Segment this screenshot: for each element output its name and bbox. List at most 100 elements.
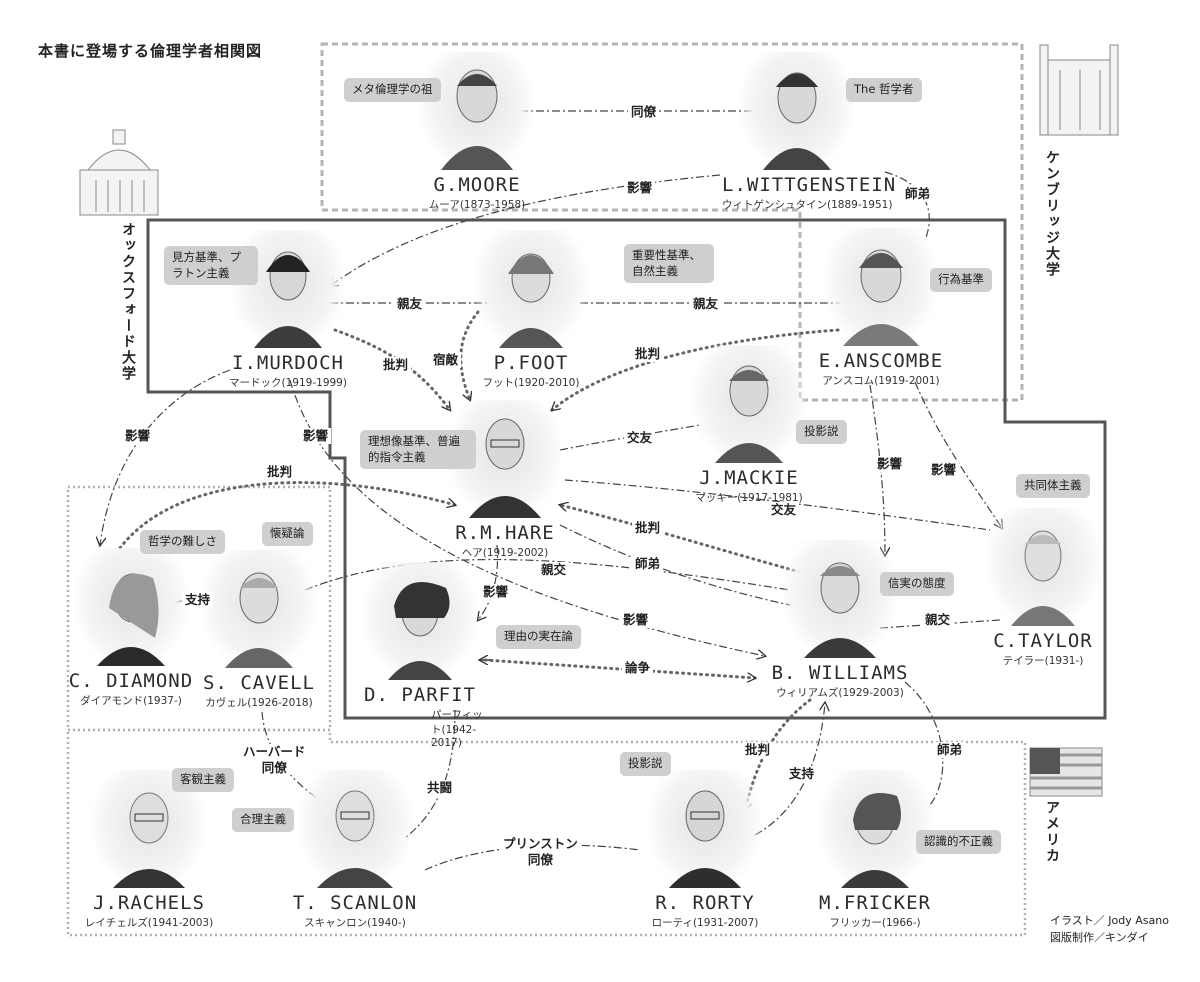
rel-harvard-colleague: 同僚 [243,760,305,776]
bubble-foot: 重要性基準、自然主義 [624,244,714,283]
bubble-fricker: 認識的不正義 [916,830,1001,854]
portrait-fricker [819,770,931,888]
rel-harvard-label: ハーバード [243,744,305,760]
portrait-mackie [693,345,805,463]
person-name: R.M.HARE [430,522,580,544]
rel-rorty-williams: 支持 [786,766,817,782]
person-kana: パーフィット(1942-2017) [431,707,491,749]
rel-hare-taylor: 交友 [768,502,799,518]
bubble-rorty: 投影説 [620,752,671,776]
rel-wittgenstein-murdoch: 影響 [624,180,655,196]
bubble-anscombe: 行為基準 [930,268,992,292]
us-flag-sketch [1030,748,1102,796]
person-foot: P.FOOT フット(1920-2010) [456,230,606,390]
person-name: L.WITTGENSTEIN [722,174,872,196]
bubble-scanlon: 合理主義 [232,808,294,832]
person-kana: レイチェルズ(1941-2003) [74,915,224,930]
rel-hare-parfit: 影響 [480,584,511,600]
person-name: R. RORTY [630,892,780,914]
link-murdoch-diamond [100,370,230,545]
rel-cavell-scanlon: ハーバード 同僚 [240,744,308,775]
rel-foot-hare: 宿敵 [430,352,461,368]
rel-foot-anscombe: 親友 [690,296,721,312]
portrait-taylor [987,508,1099,626]
rel-anscombe-williams: 影響 [874,456,905,472]
person-name: J.RACHELS [74,892,224,914]
person-name: D. PARFIT [345,684,495,706]
rel-murdoch-diamond: 影響 [122,428,153,444]
bubble-moore: メタ倫理学の祖 [344,78,441,102]
rel-murdoch-foot: 親友 [394,296,425,312]
rel-williams-hare: 批判 [632,520,663,536]
person-rorty: R. RORTY ローティ(1931-2007) [630,770,780,930]
bubble-hare: 理想像基準、普遍的指令主義 [360,430,476,469]
rel-cavell-williams: 親交 [538,562,569,578]
rel-parfit-williams: 論争 [622,660,653,676]
portrait-diamond [75,548,187,666]
portrait-anscombe [825,228,937,346]
region-label-america: アメリカ [1042,800,1062,864]
person-williams: B. WILLIAMS ウィリアムズ(1929-2003) [765,540,915,700]
link-parfit-williams [485,660,755,678]
rel-diamond-hare: 批判 [264,464,295,480]
person-name: E.ANSCOMBE [806,350,956,372]
portrait-foot [475,230,587,348]
rel-murdoch-williams-label2: 影響 [620,612,651,628]
person-kana: ウィリアムズ(1929-2003) [765,685,915,700]
bubble-cavell: 懐疑論 [262,522,313,546]
bubble-rachels: 客観主義 [172,768,234,792]
rel-parfit-scanlon: 共闘 [424,780,455,796]
person-hare: R.M.HARE ヘア(1919-2002) [430,400,580,560]
person-parfit: D. PARFIT パーフィット(1942-2017) [345,562,495,749]
portrait-cavell [203,550,315,668]
portrait-rorty [649,770,761,888]
rel-princeton-colleague: 同僚 [503,852,578,868]
rel-williams-taylor: 親交 [922,612,953,628]
rel-williams-rorty: 批判 [742,742,773,758]
person-name: T. SCANLON [280,892,430,914]
link-anscombe-taylor [915,382,1002,528]
link-hare-williams-mentor [560,525,790,605]
person-name: I.MURDOCH [213,352,363,374]
rel-murdoch-hare: 批判 [380,357,411,373]
portrait-parfit [364,562,476,680]
credits: イラスト／ Jody Asano 図版制作／キンダイ [1050,913,1169,946]
page-title: 本書に登場する倫理学者相関図 [38,40,262,61]
portrait-scanlon [299,770,411,888]
bubble-murdoch: 見方基準、プラトン主義 [164,246,258,285]
person-kana: ローティ(1931-2007) [630,915,780,930]
portrait-wittgenstein [741,52,853,170]
person-kana: ヘア(1919-2002) [430,545,580,560]
oxford-building-sketch [80,130,158,215]
person-wittgenstein: L.WITTGENSTEIN ウィトゲンシュタイン(1889-1951) [722,52,872,212]
person-cavell: S. CAVELL カヴェル(1926-2018) [184,550,334,710]
portrait-moore [421,52,533,170]
person-kana: カヴェル(1926-2018) [184,695,334,710]
rel-wittgenstein-anscombe: 師弟 [902,186,933,202]
person-name: B. WILLIAMS [765,662,915,684]
rel-hare-williams-mentor: 師弟 [632,556,663,572]
rel-hare-mackie: 交友 [624,430,655,446]
person-moore: G.MOORE ムーア(1873-1958) [402,52,552,212]
person-kana: アンスコム(1919-2001) [806,373,956,388]
person-kana: フット(1920-2010) [456,375,606,390]
bubble-parfit: 理由の実在論 [496,625,581,649]
person-name: J.MACKIE [699,467,799,489]
link-williams-hare [560,505,800,572]
rel-murdoch-williams: 影響 [300,428,331,444]
rel-princeton-label: プリンストン [503,836,578,852]
bubble-taylor: 共同体主義 [1016,474,1090,498]
person-scanlon: T. SCANLON スキャンロン(1940-) [280,770,430,930]
person-name: C.TAYLOR [968,630,1118,652]
rel-williams-fricker: 師弟 [934,742,965,758]
bubble-wittgenstein: The 哲学者 [846,78,922,102]
bubble-diamond: 哲学の難しさ [140,530,225,554]
rel-scanlon-rorty: プリンストン 同僚 [500,836,581,867]
rel-anscombe-hare: 批判 [632,346,663,362]
person-kana: フリッカー(1966-) [800,915,950,930]
region-label-oxford: オックスフォード大学 [118,222,138,382]
credit-design: 図版制作／キンダイ [1050,930,1169,947]
portrait-williams [784,540,896,658]
person-kana: スキャンロン(1940-) [280,915,430,930]
person-kana: マッキー(1917-1981) [674,490,824,505]
